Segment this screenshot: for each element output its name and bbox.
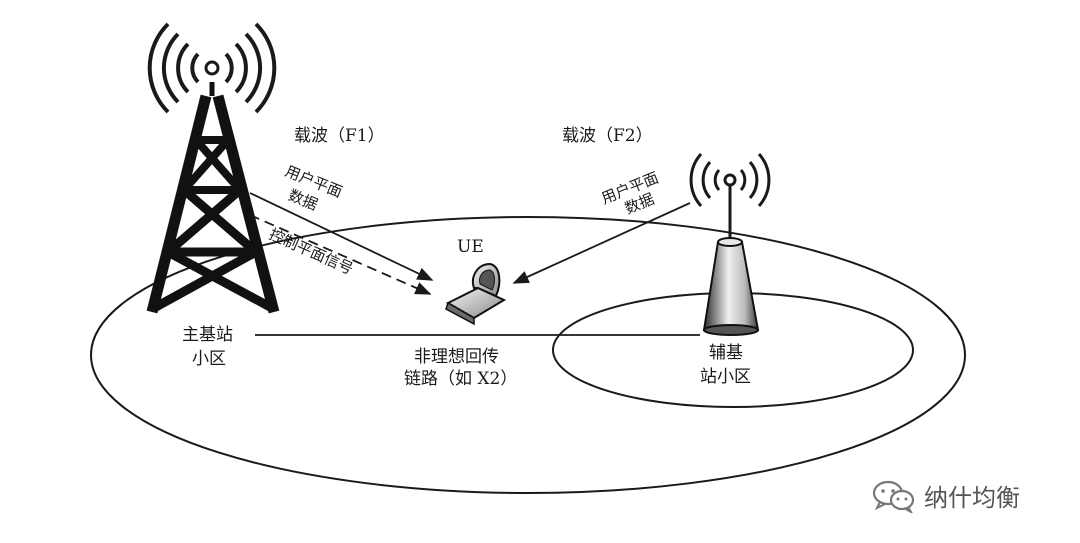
watermark-text: 纳什均衡 <box>924 484 1020 512</box>
main-cell-label-line2: 小区 <box>192 349 226 369</box>
ue-label: UE <box>457 237 484 257</box>
backhaul-label-line1: 非理想回传 <box>414 347 499 367</box>
main-tower-signal-icon <box>147 22 277 114</box>
control-plane-label: 控制平面信号 <box>266 225 356 278</box>
ue-phone-icon <box>445 262 507 326</box>
small-cell-signal-icon <box>689 153 771 238</box>
secondary-base-station-icon <box>702 237 760 336</box>
main-cell-label-line1: 主基站 <box>182 325 233 345</box>
carrier-f2-label: 载波（F2） <box>562 126 653 146</box>
control-plane-arrow <box>249 214 432 295</box>
secondary-cell-label-line1: 辅基 <box>709 343 743 363</box>
secondary-cell-label-line2: 站小区 <box>700 367 751 387</box>
watermark: 纳什均衡 <box>872 478 1020 513</box>
user-plane-arrow-left <box>249 192 434 281</box>
main-base-station-tower-icon <box>146 82 280 314</box>
backhaul-label-line2: 链路（如 X2） <box>404 369 517 389</box>
macro-cell-coverage <box>90 216 966 494</box>
carrier-f1-label: 载波（F1） <box>294 126 385 146</box>
user-plane-arrow-right <box>512 202 691 284</box>
wechat-icon <box>872 480 915 513</box>
